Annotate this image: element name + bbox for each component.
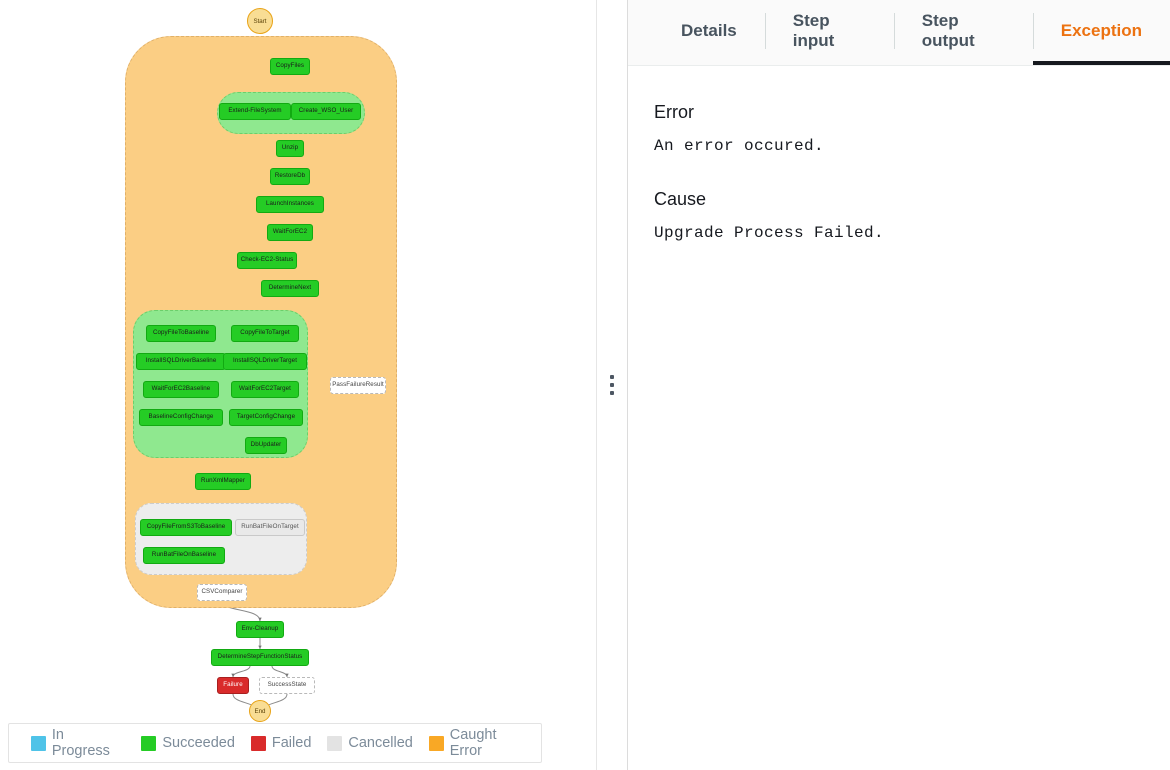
graph-node-determinestepfunctionstatus[interactable]: DetermineStepFunctionStatus — [211, 649, 309, 666]
graph-node-label: CopyFileToTarget — [240, 329, 290, 337]
tab-label: Exception — [1060, 20, 1142, 40]
graph-node-waitforec2baseline[interactable]: WaitForEC2Baseline — [143, 381, 219, 398]
graph-node-label: DetermineStepFunctionStatus — [217, 653, 303, 661]
error-message: An error occured. — [654, 137, 825, 155]
graph-canvas[interactable]: Start End CopyFiles Extend-FileSystem Cr… — [0, 0, 596, 770]
detail-tabbar: Details Step input Step output Exception — [628, 0, 1170, 66]
graph-node-restoredb[interactable]: RestoreDb — [270, 168, 310, 185]
graph-node-installsqldrivertarget[interactable]: InstallSQLDriverTarget — [223, 353, 307, 370]
graph-node-label: CopyFileToBaseline — [152, 329, 210, 337]
graph-node-label: Unzip — [281, 144, 299, 152]
graph-node-passfailureresult[interactable]: PassFailureResult — [330, 377, 386, 394]
legend-label: Succeeded — [162, 735, 235, 751]
tab-exception[interactable]: Exception — [1032, 0, 1170, 65]
error-heading: Error — [654, 102, 694, 122]
legend-label: Caught Error — [449, 727, 497, 759]
graph-node-runbatfileonbaseline[interactable]: RunBatFileOnBaseline — [143, 547, 225, 564]
legend-label: Cancelled — [348, 735, 413, 751]
graph-node-label: DbUpdater — [250, 441, 282, 449]
tab-details[interactable]: Details — [653, 0, 765, 65]
graph-node-label: CSVComparer — [201, 588, 243, 596]
legend-swatch-icon — [31, 735, 46, 751]
tab-step-output[interactable]: Step output — [893, 0, 1033, 65]
graph-node-label: CopyFiles — [275, 62, 305, 70]
graph-node-end[interactable]: End — [249, 700, 271, 722]
graph-node-runxmlmapper[interactable]: RunXmlMapper — [195, 473, 251, 490]
graph-node-label: RunBatFileOnTarget — [241, 523, 299, 531]
legend-label: In Progress — [51, 727, 110, 759]
graph-node-label: RunXmlMapper — [201, 477, 245, 485]
graph-node-extend-filesystem[interactable]: Extend-FileSystem — [219, 103, 291, 120]
graph-node-label: Start — [253, 17, 267, 25]
drag-handle-dots-icon[interactable] — [610, 375, 614, 395]
graph-node-copyfiles[interactable]: CopyFiles — [270, 58, 310, 75]
workflow-graph-panel[interactable]: Start End CopyFiles Extend-FileSystem Cr… — [0, 0, 596, 770]
graph-node-label: Check-EC2-Status — [240, 256, 294, 264]
cause-message: Upgrade Process Failed. — [654, 224, 885, 242]
tab-label: Step input — [792, 10, 835, 50]
graph-node-unzip[interactable]: Unzip — [276, 140, 304, 157]
graph-node-label: Failure — [223, 681, 243, 689]
tab-step-input[interactable]: Step input — [764, 0, 894, 65]
graph-node-launchinstances[interactable]: LaunchInstances — [256, 196, 324, 213]
graph-node-waitforec2[interactable]: WaitForEC2 — [267, 224, 313, 241]
graph-node-label: WaitForEC2Target — [239, 385, 291, 393]
graph-node-label: InstallSQLDriverTarget — [233, 357, 297, 365]
graph-node-label: Create_WSO_User — [298, 107, 354, 115]
graph-node-label: CopyFileFromS3ToBaseline — [146, 523, 226, 531]
graph-node-label: InstallSQLDriverBaseline — [145, 357, 217, 365]
tab-label: Details — [681, 20, 737, 40]
graph-node-dbupdater[interactable]: DbUpdater — [245, 437, 287, 454]
legend-item-caught-error: Caught Error — [428, 727, 532, 759]
graph-node-runbatfileontarget[interactable]: RunBatFileOnTarget — [235, 519, 305, 536]
graph-node-installsqldriverbaseline[interactable]: InstallSQLDriverBaseline — [136, 353, 226, 370]
graph-node-env-cleanup[interactable]: Env-Cleanup — [236, 621, 284, 638]
legend-item-cancelled: Cancelled — [327, 735, 413, 751]
cause-heading: Cause — [654, 189, 707, 209]
legend-swatch-icon — [250, 735, 266, 751]
graph-node-label: WaitForEC2 — [272, 228, 308, 236]
legend-item-failed: Failed — [250, 735, 312, 751]
graph-node-csvcomparer[interactable]: CSVComparer — [197, 584, 247, 601]
graph-node-label: TargetConfigChange — [236, 413, 296, 421]
graph-node-waitforec2target[interactable]: WaitForEC2Target — [231, 381, 299, 398]
graph-node-copyfiletotarget[interactable]: CopyFileToTarget — [231, 325, 299, 342]
graph-node-successstate[interactable]: SuccessState — [259, 677, 315, 694]
graph-node-failure[interactable]: Failure — [217, 677, 249, 694]
graph-node-label: SuccessState — [267, 681, 307, 689]
legend-item-succeeded: Succeeded — [141, 735, 235, 751]
graph-node-label: RestoreDb — [274, 172, 306, 180]
graph-legend: In Progress Succeeded Failed Cancelled C… — [8, 723, 542, 763]
graph-node-label: End — [254, 707, 266, 715]
graph-node-label: RunBatFileOnBaseline — [151, 551, 217, 559]
drag-dot — [610, 375, 614, 379]
legend-item-in-progress: In Progress — [31, 727, 125, 759]
exception-tab-content: Error An error occured. Cause Upgrade Pr… — [628, 66, 1170, 242]
graph-node-label: DetermineNext — [268, 284, 312, 292]
legend-swatch-icon — [428, 735, 444, 751]
graph-node-baselineconfigchange[interactable]: BaselineConfigChange — [139, 409, 223, 426]
graph-node-label: PassFailureResult — [332, 381, 384, 389]
graph-node-create-wso-user[interactable]: Create_WSO_User — [291, 103, 361, 120]
step-detail-panel: Details Step input Step output Exception… — [628, 0, 1170, 770]
drag-dot — [610, 391, 614, 395]
graph-node-check-ec2-status[interactable]: Check-EC2-Status — [237, 252, 297, 269]
graph-node-label: Env-Cleanup — [241, 625, 279, 633]
graph-node-label: LaunchInstances — [266, 200, 314, 208]
legend-swatch-icon — [141, 735, 157, 751]
panel-splitter[interactable] — [596, 0, 628, 770]
graph-node-copyfilefroms3tobaseline[interactable]: CopyFileFromS3ToBaseline — [140, 519, 232, 536]
legend-label: Failed — [271, 735, 312, 751]
graph-node-start[interactable]: Start — [247, 8, 273, 34]
graph-node-targetconfigchange[interactable]: TargetConfigChange — [229, 409, 303, 426]
graph-node-determinenext[interactable]: DetermineNext — [261, 280, 319, 297]
container-parallel-batfiles — [135, 503, 307, 575]
graph-node-label: WaitForEC2Baseline — [151, 385, 211, 393]
graph-node-copyfiletobaseline[interactable]: CopyFileToBaseline — [146, 325, 216, 342]
graph-node-label: BaselineConfigChange — [148, 413, 214, 421]
legend-swatch-icon — [327, 735, 343, 751]
graph-node-label: Extend-FileSystem — [228, 107, 282, 115]
tab-label: Step output — [921, 10, 975, 50]
drag-dot — [610, 383, 614, 387]
